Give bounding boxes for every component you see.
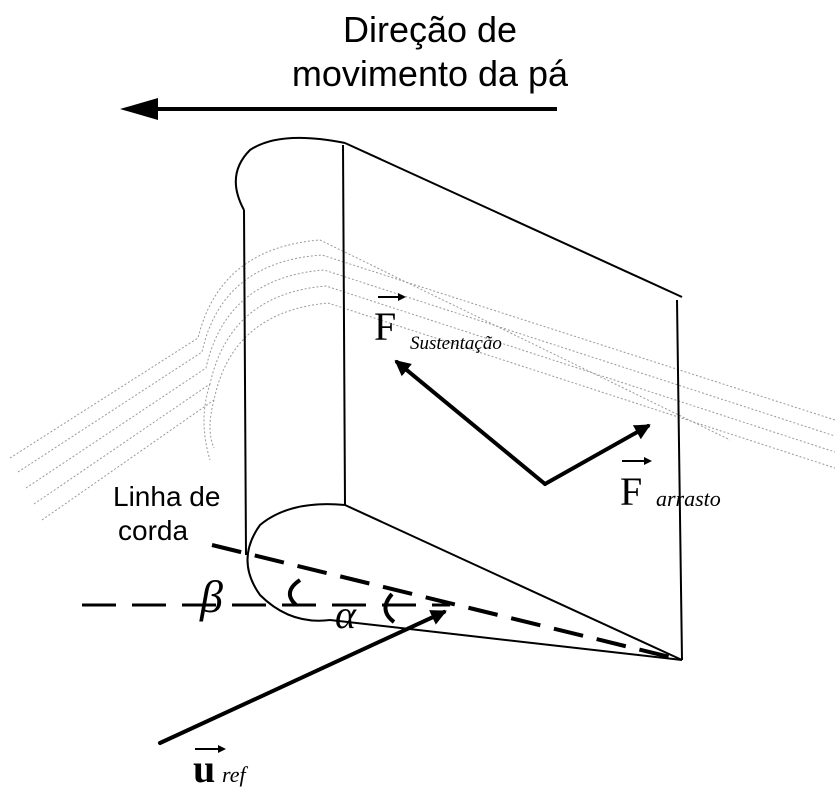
lift-force-arrow xyxy=(394,359,547,486)
drag-force-label: F arrasto xyxy=(620,457,721,514)
motion-direction-arrow xyxy=(120,98,557,120)
velocity-arrow xyxy=(158,610,447,745)
title-line-1: Direção de xyxy=(343,9,517,50)
velocity-label: u ref xyxy=(193,745,249,789)
alpha-label: α xyxy=(335,592,357,637)
beta-label: β xyxy=(199,571,223,622)
lift-force-label: F Sustentação xyxy=(374,293,502,354)
blade-body xyxy=(234,136,683,661)
velocity-subscript: ref xyxy=(222,762,249,787)
chord-label-line-2: corda xyxy=(118,515,188,546)
drag-force-symbol: F xyxy=(620,469,642,514)
title-line-2: movimento da pá xyxy=(292,53,569,94)
streamlines xyxy=(9,239,835,521)
lift-force-subscript: Sustentação xyxy=(410,333,502,354)
alpha-angle-arc xyxy=(383,592,396,624)
drag-force-subscript: arrasto xyxy=(656,486,721,511)
chord-label-line-1: Linha de xyxy=(113,481,220,512)
drag-force-arrow xyxy=(543,424,651,486)
chord-line xyxy=(211,543,683,662)
velocity-symbol: u xyxy=(193,746,215,789)
lift-force-symbol: F xyxy=(374,304,396,349)
beta-angle-arc xyxy=(288,578,302,607)
